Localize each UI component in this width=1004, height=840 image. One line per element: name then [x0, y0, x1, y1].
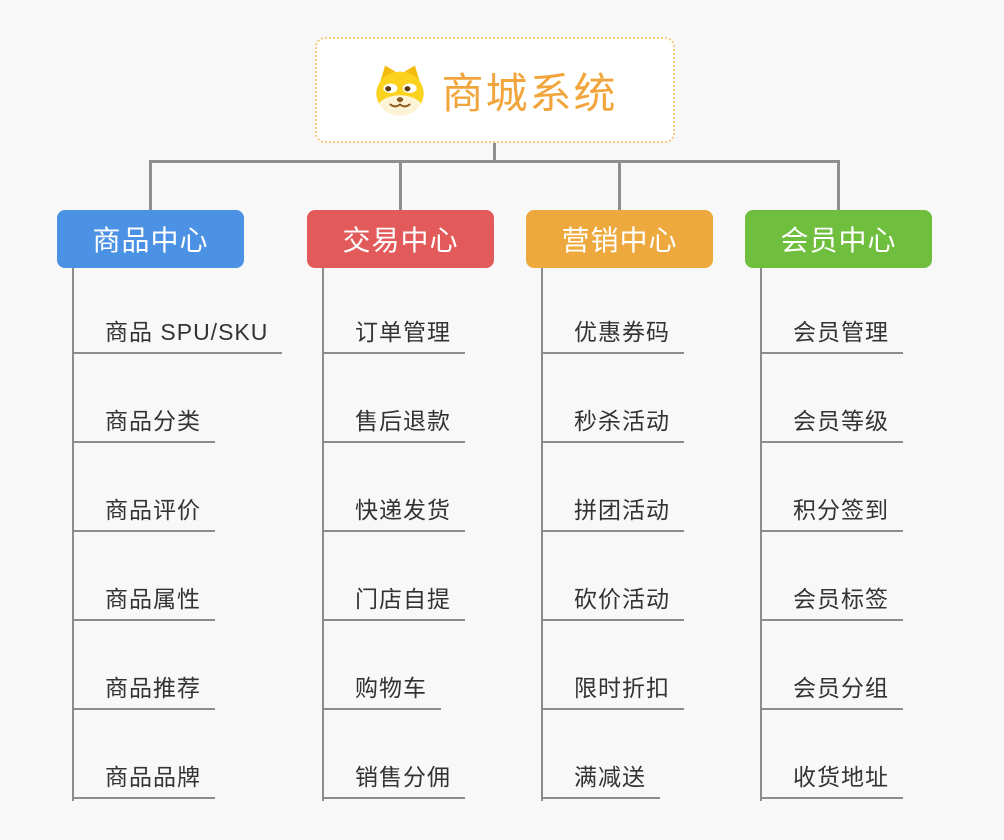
- leaf-node[interactable]: 商品品牌: [72, 755, 215, 799]
- leaf-node[interactable]: 商品评价: [72, 488, 215, 532]
- branch-drop-line: [149, 160, 152, 210]
- root-node-mall-system[interactable]: 商城系统: [315, 37, 675, 143]
- leaf-node[interactable]: 会员等级: [760, 399, 903, 443]
- branch-spine-line: [541, 268, 543, 801]
- leaf-node[interactable]: 快递发货: [322, 488, 465, 532]
- branch-node-product-center[interactable]: 商品中心: [57, 210, 244, 268]
- leaf-node[interactable]: 会员标签: [760, 577, 903, 621]
- leaf-node[interactable]: 收货地址: [760, 755, 903, 799]
- root-connector-line: [493, 143, 496, 162]
- leaf-node[interactable]: 积分签到: [760, 488, 903, 532]
- branch-spine-line: [322, 268, 324, 801]
- dog-face-icon: [372, 63, 428, 117]
- leaf-node[interactable]: 门店自提: [322, 577, 465, 621]
- leaf-node[interactable]: 商品分类: [72, 399, 215, 443]
- leaf-node[interactable]: 销售分佣: [322, 755, 465, 799]
- leaf-node[interactable]: 订单管理: [322, 310, 465, 354]
- leaf-node[interactable]: 会员分组: [760, 666, 903, 710]
- branch-drop-line: [618, 160, 621, 210]
- leaf-node[interactable]: 限时折扣: [541, 666, 684, 710]
- branch-marketing-center: 营销中心 优惠券码 秒杀活动 拼团活动 砍价活动 限时折扣 满减送: [526, 210, 786, 830]
- leaf-node[interactable]: 购物车: [322, 666, 441, 710]
- leaf-node[interactable]: 商品属性: [72, 577, 215, 621]
- branch-product-center: 商品中心 商品 SPU/SKU 商品分类 商品评价 商品属性 商品推荐 商品品牌: [57, 210, 317, 830]
- branch-node-trade-center[interactable]: 交易中心: [307, 210, 494, 268]
- branch-node-member-center[interactable]: 会员中心: [745, 210, 932, 268]
- leaf-node[interactable]: 会员管理: [760, 310, 903, 354]
- leaf-node[interactable]: 商品 SPU/SKU: [72, 310, 283, 354]
- leaf-node[interactable]: 商品推荐: [72, 666, 215, 710]
- leaf-node[interactable]: 满减送: [541, 755, 660, 799]
- branch-member-center: 会员中心 会员管理 会员等级 积分签到 会员标签 会员分组 收货地址: [745, 210, 1004, 830]
- leaf-node[interactable]: 砍价活动: [541, 577, 684, 621]
- leaf-node[interactable]: 优惠券码: [541, 310, 684, 354]
- branch-spine-line: [760, 268, 762, 801]
- branch-spine-line: [72, 268, 74, 801]
- leaf-node[interactable]: 售后退款: [322, 399, 465, 443]
- leaf-node[interactable]: 秒杀活动: [541, 399, 684, 443]
- branch-drop-line: [399, 160, 402, 210]
- branch-node-marketing-center[interactable]: 营销中心: [526, 210, 713, 268]
- branch-trade-center: 交易中心 订单管理 售后退款 快递发货 门店自提 购物车 销售分佣: [307, 210, 567, 830]
- root-node-title: 商城系统: [441, 69, 618, 117]
- branch-bus-line: [149, 160, 840, 163]
- leaf-node[interactable]: 拼团活动: [541, 488, 684, 532]
- branch-drop-line: [837, 160, 840, 210]
